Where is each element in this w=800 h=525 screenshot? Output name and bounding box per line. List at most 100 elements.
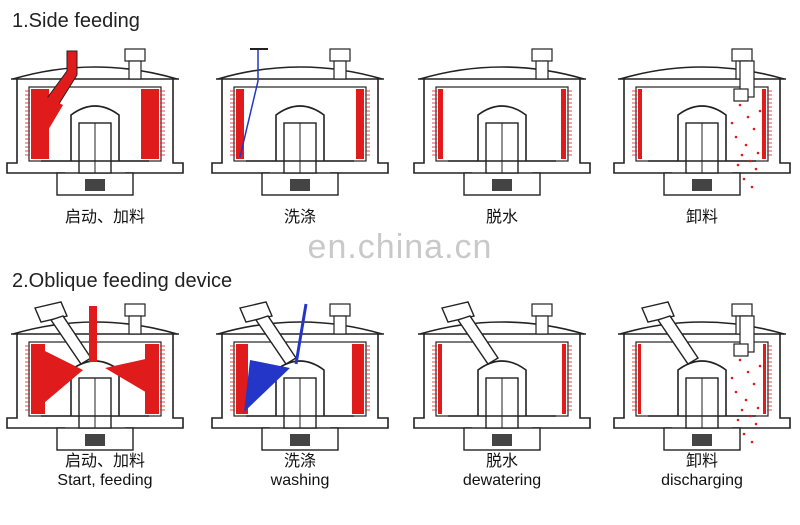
filter-cake-left [236,89,244,159]
feed-column [89,306,97,362]
discharge-particle [750,440,754,444]
panel-side-dewatering [412,45,592,210]
motor-block [492,434,512,446]
casing-right [732,79,791,174]
centrifuge-diagram [613,301,791,451]
discharge-particle [746,115,750,119]
lid-dome [619,321,785,335]
discharge-particle [738,103,742,107]
discharge-particle [750,185,754,189]
caption-zh: 启动、加料 [64,453,145,470]
casing-left [413,334,472,429]
filter-cake-right [763,344,766,414]
caption-en: discharging [661,472,743,489]
lid-dome [419,321,585,335]
casing-right [532,79,591,174]
casing-left [613,334,672,429]
discharge-particle [740,153,744,157]
casing-left [613,79,672,174]
valve-box [531,303,553,317]
feed-flow [105,356,159,400]
valve-box [731,303,753,317]
discharge-particle [742,432,746,436]
motor-block [692,434,712,446]
caption-zh: 洗涤 [283,453,316,470]
caption-zh: 卸料 [685,453,718,470]
casing-left [413,79,472,174]
motor-block [290,434,310,446]
panel-side-start [5,45,185,210]
discharge-particle [738,358,742,362]
lid-dome [619,66,785,80]
discharge-particle [758,109,762,113]
discharge-particle [758,364,762,368]
valve-box [731,48,753,62]
discharge-particle [742,177,746,181]
wash-spray [239,49,259,158]
discharge-particle [748,159,752,163]
panel-oblique-washing [210,300,390,465]
casing-right [532,334,591,429]
casing-left [211,79,270,174]
discharge-particle [734,390,738,394]
discharge-particle [730,376,734,380]
valve-box [531,48,553,62]
lid-dome [419,66,585,80]
lid-dome [12,66,178,80]
discharge-particle [736,163,740,167]
wash-flow [244,360,290,412]
centrifuge-diagram [211,301,389,451]
section-title-side-feeding: 1.Side feeding [12,10,140,32]
valve-stem [535,315,549,335]
caption-zh: 启动、加料 [64,209,145,226]
casing-right [125,79,184,174]
caption-en: washing [270,472,330,489]
discharge-particle [744,143,748,147]
scraper-blade [733,88,749,102]
discharge-particle [748,414,752,418]
filter-cake-left [638,344,641,414]
centrifuge-diagram [6,301,184,451]
feed-flow [31,89,63,159]
centrifuge-diagram [6,48,184,196]
discharge-particle [740,408,744,412]
motor-block [492,179,512,191]
filter-cake-left [438,344,442,414]
centrifuge-diagram [413,301,591,451]
filter-cake-left [438,89,443,159]
panel-oblique-discharging [612,300,792,465]
scraper-blade [733,343,749,357]
casing-left [211,334,270,429]
caption-zh: 脱水 [485,209,518,226]
filter-cake-left [638,89,642,159]
discharge-particle [754,167,758,171]
valve-stem [333,60,347,80]
centrifuge-diagram [613,48,791,196]
panel-oblique-dewatering [412,300,592,465]
casing-left [6,334,65,429]
centrifuge-diagram [211,48,389,196]
discharge-particle [734,135,738,139]
discharge-particle [756,151,760,155]
feed-flow [31,344,83,414]
valve-stem [128,315,142,335]
casing-right [732,334,791,429]
watermark: en.china.cn [307,228,493,266]
panel-oblique-start [5,300,185,465]
discharge-particle [752,382,756,386]
section-title-oblique-feeding: 2.Oblique feeding device [12,270,233,292]
valve-box [124,303,146,317]
discharge-particle [752,127,756,131]
discharge-particle [746,370,750,374]
valve-stem [535,60,549,80]
lid-dome [217,66,383,80]
discharge-particle [730,121,734,125]
panel-side-discharging [612,45,792,210]
valve-stem [333,315,347,335]
motor-block [290,179,310,191]
filter-cake-right [352,344,364,414]
valve-box [329,48,351,62]
filter-cake-right [562,344,566,414]
filter-cake-right [141,89,159,159]
oblique-feeder-tube [456,315,499,365]
